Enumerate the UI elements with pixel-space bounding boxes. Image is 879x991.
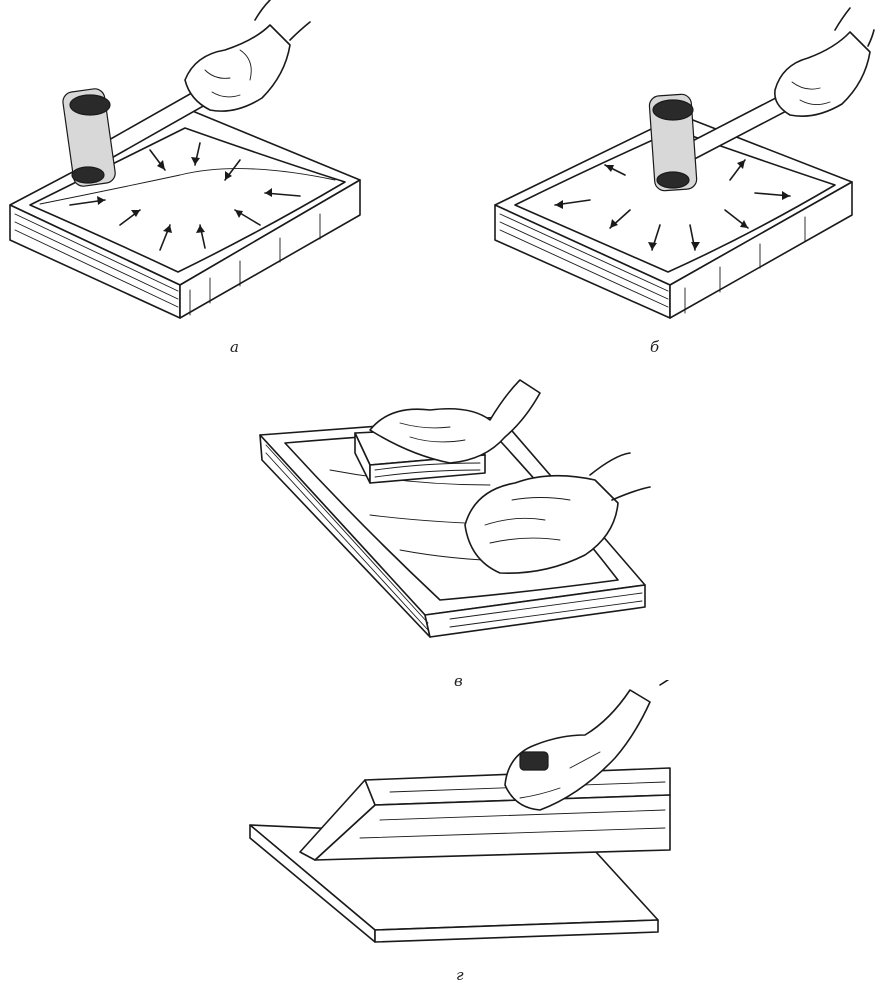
inward-arrows [69,142,301,251]
board-right-side [179,179,361,319]
hand [773,7,875,117]
board-grain [14,213,321,316]
figure-g [240,680,680,955]
outward-arrows [554,159,791,251]
figure-a [0,0,380,330]
metal-sheet [29,127,346,273]
caption-g: г [456,966,464,984]
board-front-side [424,584,646,638]
board-grain [265,444,643,631]
figure-g-illustration [249,680,671,943]
caption-b: б [650,338,660,356]
hand [184,0,311,112]
figure-b [490,0,875,330]
figure-a-illustration [9,0,361,319]
figure-v [250,375,670,655]
hand-on-block [369,379,541,464]
hand-with-pad [464,452,651,574]
caption-v: в [454,672,463,690]
figure-v-illustration [259,379,651,638]
sheet-plate-front-edge [374,919,659,943]
sheet-buckle-line [39,168,336,205]
hand [504,680,670,811]
bending-bar-end [299,779,376,861]
clamp-knob [519,751,549,771]
board-grain [499,213,806,314]
figure-b-illustration [494,7,875,319]
metal-sheet [514,129,836,273]
board-right-side [669,181,853,319]
caption-a: а [230,338,239,356]
